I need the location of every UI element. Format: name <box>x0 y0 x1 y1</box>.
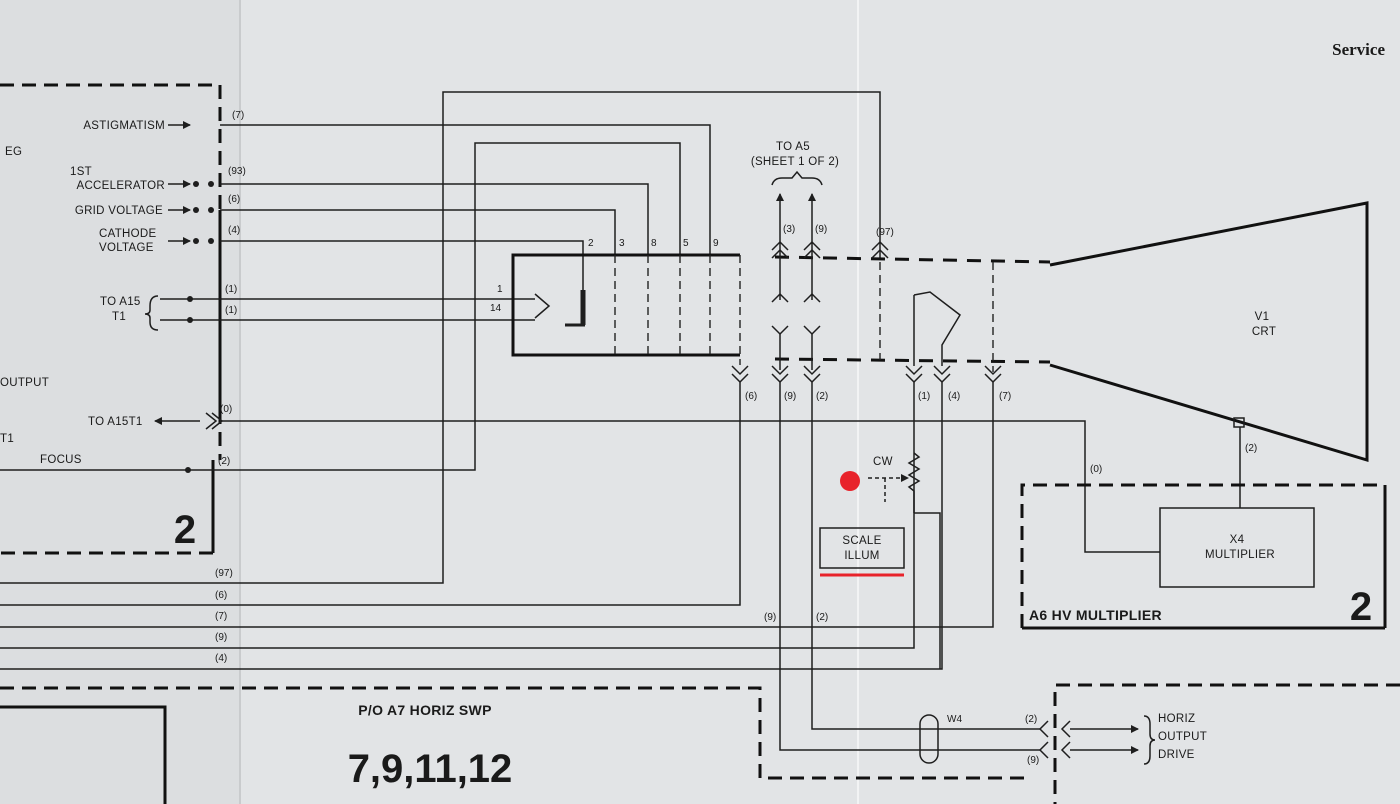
lower-connector-7: (7) <box>999 391 1011 402</box>
label-astigmatism: ASTIGMATISM <box>83 120 165 132</box>
upper-connector-3: (3) <box>783 224 795 235</box>
crt-pin-1: 1 <box>497 284 503 295</box>
w4-ferrite <box>919 714 939 764</box>
label-accelerator: ACCELERATOR <box>76 180 165 192</box>
bus-pin-7: (7) <box>215 611 227 622</box>
horiz-pin-9: (9) <box>1027 755 1039 766</box>
label-t1: T1 <box>112 311 126 323</box>
label-cathode: CATHODE <box>99 228 157 240</box>
service-header: Service <box>1332 40 1385 59</box>
scale-illum-line2: ILLUM <box>844 550 879 562</box>
horiz-drive-line3: DRIVE <box>1158 749 1195 761</box>
lower-connector-1: (1) <box>918 391 930 402</box>
w4-label: W4 <box>947 714 962 725</box>
pin-a15t1: (0) <box>220 404 232 415</box>
label-fragment-output: OUTPUT <box>0 377 49 389</box>
crt-pin-9: 9 <box>713 238 719 249</box>
hv-board-sheet-number: 2 <box>1350 585 1372 629</box>
to-a5-bracket <box>771 170 823 186</box>
brace <box>144 295 159 331</box>
upper-connectors <box>771 193 889 303</box>
horiz-board-sheets: 7,9,11,12 <box>348 747 513 791</box>
multiplier-input-pin: (0) <box>1090 464 1102 475</box>
crt-pin-3: 3 <box>619 238 625 249</box>
pin-focus: (2) <box>218 456 230 467</box>
to-a5-label: TO A5 <box>776 141 810 153</box>
potentiometer <box>868 452 941 669</box>
scale-illum-line1: SCALE <box>842 535 881 547</box>
pin-cathode: (4) <box>228 225 240 236</box>
label-focus: FOCUS <box>40 454 82 466</box>
left-board-outline <box>0 83 222 555</box>
crt-type: CRT <box>1252 326 1276 338</box>
horiz-sweep-board <box>0 683 1400 804</box>
lower-connectors <box>731 325 1002 384</box>
hv-board-title: A6 HV MULTIPLIER <box>1029 607 1162 623</box>
lower-connector-4: (4) <box>948 391 960 402</box>
crt-name: V1 <box>1255 311 1270 323</box>
crt-pin-8: 8 <box>651 238 657 249</box>
hv-multiplier-board <box>1020 483 1387 630</box>
horiz-board-title: P/O A7 HORIZ SWP <box>358 702 491 718</box>
crt-pin-14: 14 <box>490 303 502 314</box>
mid-pin-2: (2) <box>816 612 828 623</box>
label-voltage: VOLTAGE <box>99 242 154 254</box>
connector-wires <box>0 291 1040 751</box>
adjustment-marker-dot[interactable] <box>840 471 860 491</box>
crt-pin-2: 2 <box>588 238 594 249</box>
horiz-drive-line1: HORIZ <box>1158 713 1195 725</box>
upper-connector-9: (9) <box>815 224 827 235</box>
label-to-a15: TO A15 <box>100 296 141 308</box>
bus-pin-9: (9) <box>215 632 227 643</box>
horiz-drive-line2: OUTPUT <box>1158 731 1207 743</box>
lower-connector-9: (9) <box>784 391 796 402</box>
bus-pin-4: (4) <box>215 653 227 664</box>
multiplier-x4: X4 <box>1230 534 1245 546</box>
crt-gun-assembly <box>511 253 1051 372</box>
pin-a15-1: (1) <box>225 284 237 295</box>
label-to-a15t1: TO A15T1 <box>88 416 143 428</box>
scale-illum-box <box>819 527 905 569</box>
bus-pin-6: (6) <box>215 590 227 601</box>
paper-fold-left <box>0 0 240 804</box>
upper-connector-97: (97) <box>876 227 894 238</box>
left-side-arrows <box>0 121 224 473</box>
pin-astigmatism: (7) <box>232 110 244 121</box>
label-1st: 1ST <box>70 166 92 178</box>
pot-cw-label: CW <box>873 456 893 468</box>
crt-tube <box>1049 201 1369 508</box>
horiz-drive-connectors <box>1038 715 1156 765</box>
mid-pin-9: (9) <box>764 612 776 623</box>
multiplier-label: MULTIPLIER <box>1205 549 1275 561</box>
crt-pin-label: (2) <box>1245 443 1257 454</box>
crt-pin-5: 5 <box>683 238 689 249</box>
lower-connector-2: (2) <box>816 391 828 402</box>
to-a5-sheet: (SHEET 1 OF 2) <box>751 156 839 168</box>
pin-a15-2: (1) <box>225 305 237 316</box>
label-fragment-t1: T1 <box>0 433 14 445</box>
left-board-sheet-number: 2 <box>174 508 196 552</box>
pin-accelerator: (93) <box>228 166 246 177</box>
lower-connector-6: (6) <box>745 391 757 402</box>
bus-pin-97: (97) <box>215 568 233 579</box>
horiz-pin-2: (2) <box>1025 714 1037 725</box>
label-grid-voltage: GRID VOLTAGE <box>75 205 163 217</box>
label-fragment-eg: EG <box>5 146 22 158</box>
pin-grid: (6) <box>228 194 240 205</box>
